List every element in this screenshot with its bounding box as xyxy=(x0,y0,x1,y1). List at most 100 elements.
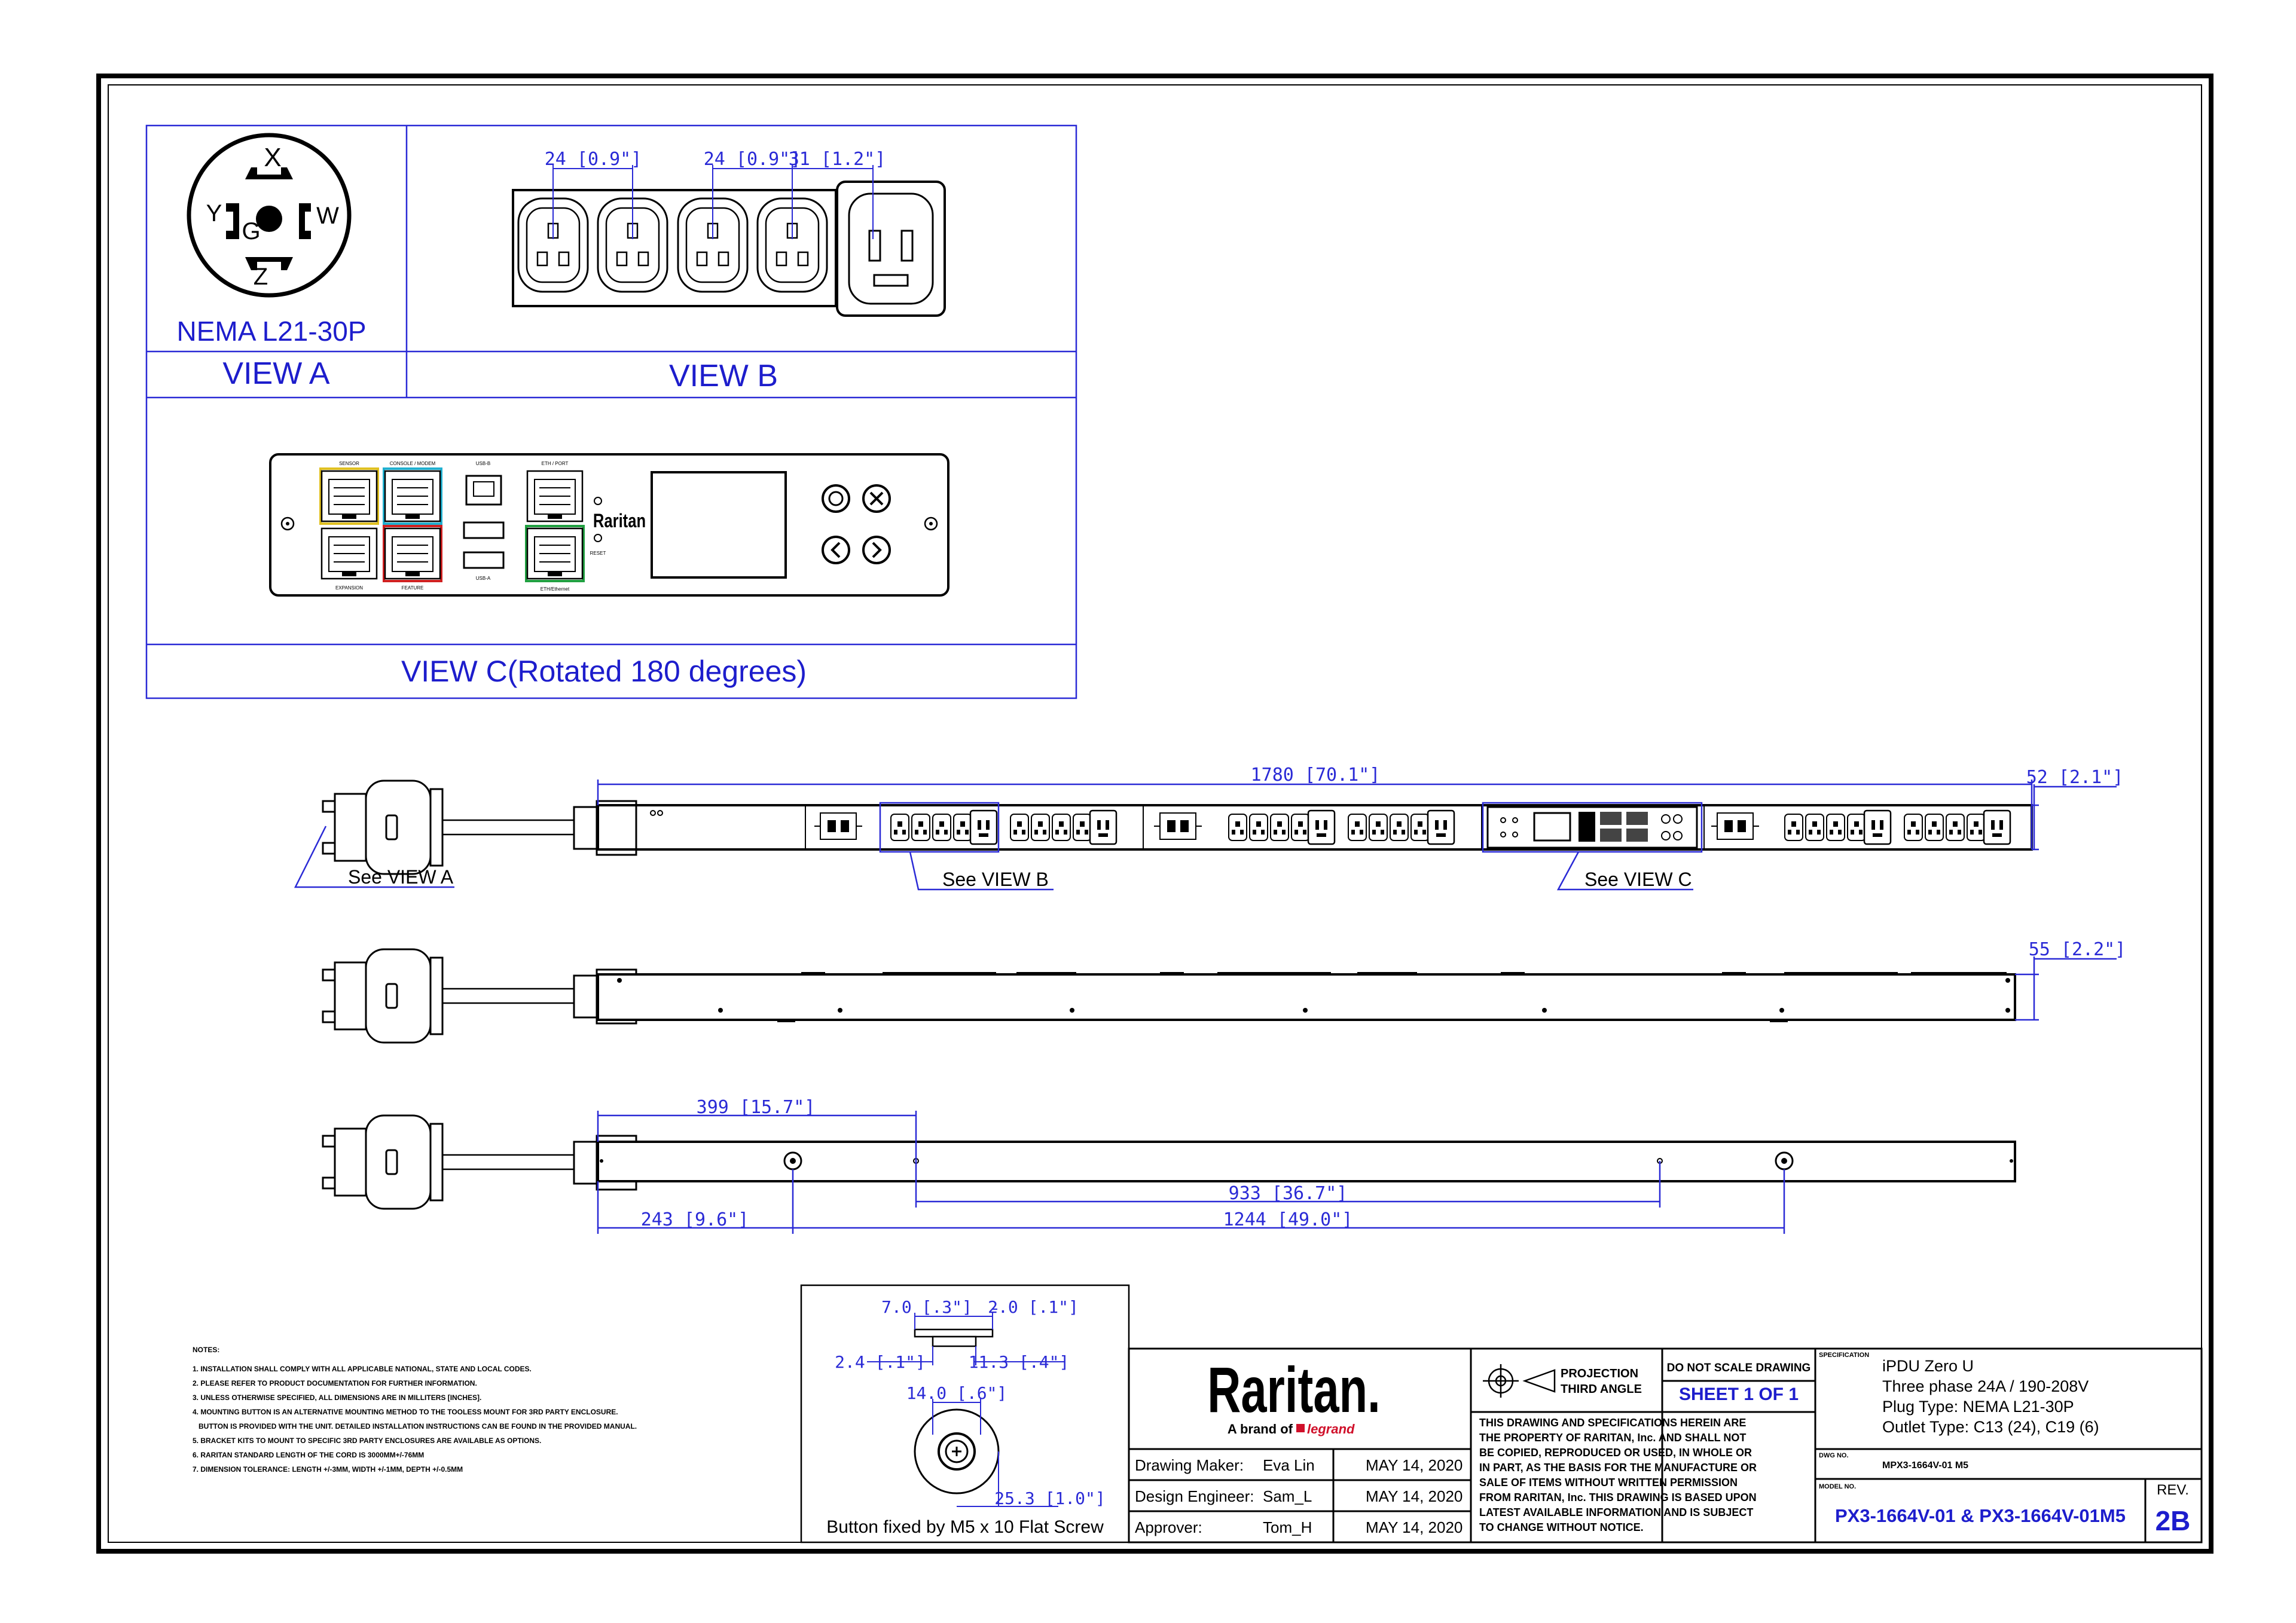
notice-line: IN PART, AS THE BASIS FOR THE MANUFACTUR… xyxy=(1479,1462,1757,1474)
pin-y-label: Y xyxy=(206,200,222,227)
dim-11-3: 11.3 [.4"] xyxy=(969,1352,1070,1372)
projection-symbol xyxy=(1483,1364,1556,1398)
port-label: ETH / PORT xyxy=(542,461,569,466)
dim-view-b-left: 24 [0.9"] xyxy=(545,149,642,170)
tagline-brand: legrand xyxy=(1307,1422,1355,1436)
dwg-number: MPX3-1664V-01 M5 xyxy=(1882,1460,1968,1471)
notice-line: THE PROPERTY OF RARITAN, Inc. AND SHALL … xyxy=(1479,1432,1746,1444)
back-view-dimensions xyxy=(597,1111,1785,1234)
tagline-prefix: A brand of xyxy=(1228,1422,1293,1436)
notice-line: LATEST AVAILABLE INFORMATION AND IS SUBJ… xyxy=(1479,1506,1753,1518)
dim-399: 399 [15.7"] xyxy=(697,1097,816,1118)
note-line: 3. UNLESS OTHERWISE SPECIFIED, ALL DIMEN… xyxy=(193,1393,481,1402)
button-caption: Button fixed by M5 x 10 Flat Screw xyxy=(826,1517,1104,1537)
sheet-number: SHEET 1 OF 1 xyxy=(1679,1384,1799,1404)
notes-title: NOTES: xyxy=(193,1346,219,1354)
views-table xyxy=(145,124,1077,699)
notice-line: BE COPIED, REPRODUCED OR USED, IN WHOLE … xyxy=(1479,1447,1752,1459)
port-label: EXPANSION xyxy=(335,585,363,591)
rev-label: REV. xyxy=(2157,1482,2189,1498)
view-b-title: VIEW B xyxy=(669,359,778,393)
role-date: MAY 14, 2020 xyxy=(1366,1487,1463,1505)
role-date: MAY 14, 2020 xyxy=(1366,1456,1463,1474)
note-line: 6. RARITAN STANDARD LENGTH OF THE CORD I… xyxy=(193,1451,424,1459)
dim-2: 2.0 [.1"] xyxy=(988,1297,1079,1317)
note-line: 1. INSTALLATION SHALL COMPLY WITH ALL AP… xyxy=(193,1365,532,1373)
spec-line: iPDU Zero U xyxy=(1882,1357,1974,1375)
plug-name: NEMA L21-30P xyxy=(176,316,366,347)
role-label: Drawing Maker: xyxy=(1135,1456,1244,1474)
pin-g-label: G xyxy=(242,218,260,244)
side-view-dimensions xyxy=(2015,956,2117,1021)
pin-z-label: Z xyxy=(254,264,268,290)
role-label: Design Engineer: xyxy=(1135,1487,1254,1505)
dim-view-b-right: 31 [1.2"] xyxy=(789,149,886,170)
view-c-port-labels: SENSOR CONSOLE / MODEM USB-B ETH / PORT … xyxy=(335,461,606,592)
dim-1244: 1244 [49.0"] xyxy=(1223,1209,1353,1230)
notice-line: FROM RARITAN, Inc. THIS DRAWING IS BASED… xyxy=(1479,1491,1757,1503)
see-view-b-label: See VIEW B xyxy=(942,869,1049,890)
title-block-grid xyxy=(1128,1347,2203,1543)
dim-view-b-mid: 24 [0.9"] xyxy=(704,149,801,170)
view-c-title: VIEW C(Rotated 180 degrees) xyxy=(401,655,807,688)
dim-243: 243 [9.6"] xyxy=(641,1209,749,1230)
dwg-label: DWG NO. xyxy=(1819,1452,1849,1459)
notes: NOTES: 1. INSTALLATION SHALL COMPLY WITH… xyxy=(193,1346,637,1474)
note-line: 7. DIMENSION TOLERANCE: LENGTH +/-3MM, W… xyxy=(193,1465,463,1474)
side-view xyxy=(322,948,2016,1044)
nema-plug-face xyxy=(187,133,352,298)
dim-933: 933 [36.7"] xyxy=(1229,1183,1348,1204)
notice-line: SALE OF ITEMS WITHOUT WRITTEN PERMISSION xyxy=(1479,1477,1738,1488)
view-c-brand: Raritan xyxy=(593,511,646,531)
dim-14: 14.0 [.6"] xyxy=(906,1383,1007,1403)
front-view xyxy=(322,780,2033,875)
note-line: 2. PLEASE REFER TO PRODUCT DOCUMENTATION… xyxy=(193,1379,477,1387)
dim-2-4: 2.4 [.1"] xyxy=(835,1352,926,1372)
dim-25-3: 25.3 [1.0"] xyxy=(994,1488,1105,1508)
spec-line: Three phase 24A / 190-208V xyxy=(1882,1377,2089,1395)
port-label: USB-A xyxy=(476,576,491,581)
projection-label: PROJECTION xyxy=(1561,1367,1638,1380)
role-name: Tom_H xyxy=(1263,1518,1312,1536)
spec-line: Outlet Type: C13 (24), C19 (6) xyxy=(1882,1418,2099,1436)
port-label: ETH/Ethernet xyxy=(541,586,570,592)
role-name: Sam_L xyxy=(1263,1487,1312,1505)
port-label: RESET xyxy=(590,551,606,556)
port-label: USB-B xyxy=(476,461,490,466)
dim-overall-length: 1780 [70.1"] xyxy=(1251,765,1381,785)
spec-line: Plug Type: NEMA L21-30P xyxy=(1882,1398,2074,1416)
button-detail xyxy=(800,1284,1130,1543)
view-b-outlets xyxy=(512,181,946,317)
spec-label: SPECIFICATION xyxy=(1819,1352,1869,1359)
model-label: MODEL NO. xyxy=(1819,1483,1856,1490)
dim-depth: 55 [2.2"] xyxy=(2029,939,2126,960)
raritan-logo: Raritan. xyxy=(1207,1353,1380,1426)
note-line: 4. MOUNTING BUTTON IS AN ALTERNATIVE MOU… xyxy=(193,1408,618,1416)
pin-w-label: W xyxy=(316,203,339,229)
view-c-controller xyxy=(269,453,949,597)
port-label: CONSOLE / MODEM xyxy=(390,461,436,466)
note-line: 5. BRACKET KITS TO MOUNT TO SPECIFIC 3RD… xyxy=(193,1436,541,1445)
notice-line: THIS DRAWING AND SPECIFICATIONS HEREIN A… xyxy=(1479,1417,1746,1429)
property-notice: THIS DRAWING AND SPECIFICATIONS HEREIN A… xyxy=(1479,1417,1757,1533)
model-number: PX3-1664V-01 & PX3-1664V-01M5 xyxy=(1835,1505,2126,1526)
view-a-title: VIEW A xyxy=(222,356,329,391)
projection-value: THIRD ANGLE xyxy=(1561,1383,1642,1396)
see-view-c-label: See VIEW C xyxy=(1584,869,1692,890)
rev-value: 2B xyxy=(2155,1505,2191,1536)
see-view-a-label: See VIEW A xyxy=(348,866,454,888)
outer-frame xyxy=(96,74,2213,1554)
role-name: Eva Lin xyxy=(1263,1456,1315,1474)
do-not-scale: DO NOT SCALE DRAWING xyxy=(1667,1362,1811,1374)
dim-width: 52 [2.1"] xyxy=(2026,767,2124,788)
pin-x-label: X xyxy=(264,143,281,172)
role-date: MAY 14, 2020 xyxy=(1366,1518,1463,1536)
dim-7: 7.0 [.3"] xyxy=(881,1297,972,1317)
legrand-mark xyxy=(1296,1424,1305,1432)
back-view xyxy=(322,1114,2016,1210)
button-detail-dimensions xyxy=(867,1309,1064,1507)
note-line: BUTTON IS PROVIDED WITH THE UNIT. DETAIL… xyxy=(193,1422,637,1431)
port-label: FEATURE xyxy=(402,585,424,591)
front-view-callouts xyxy=(294,780,2117,891)
